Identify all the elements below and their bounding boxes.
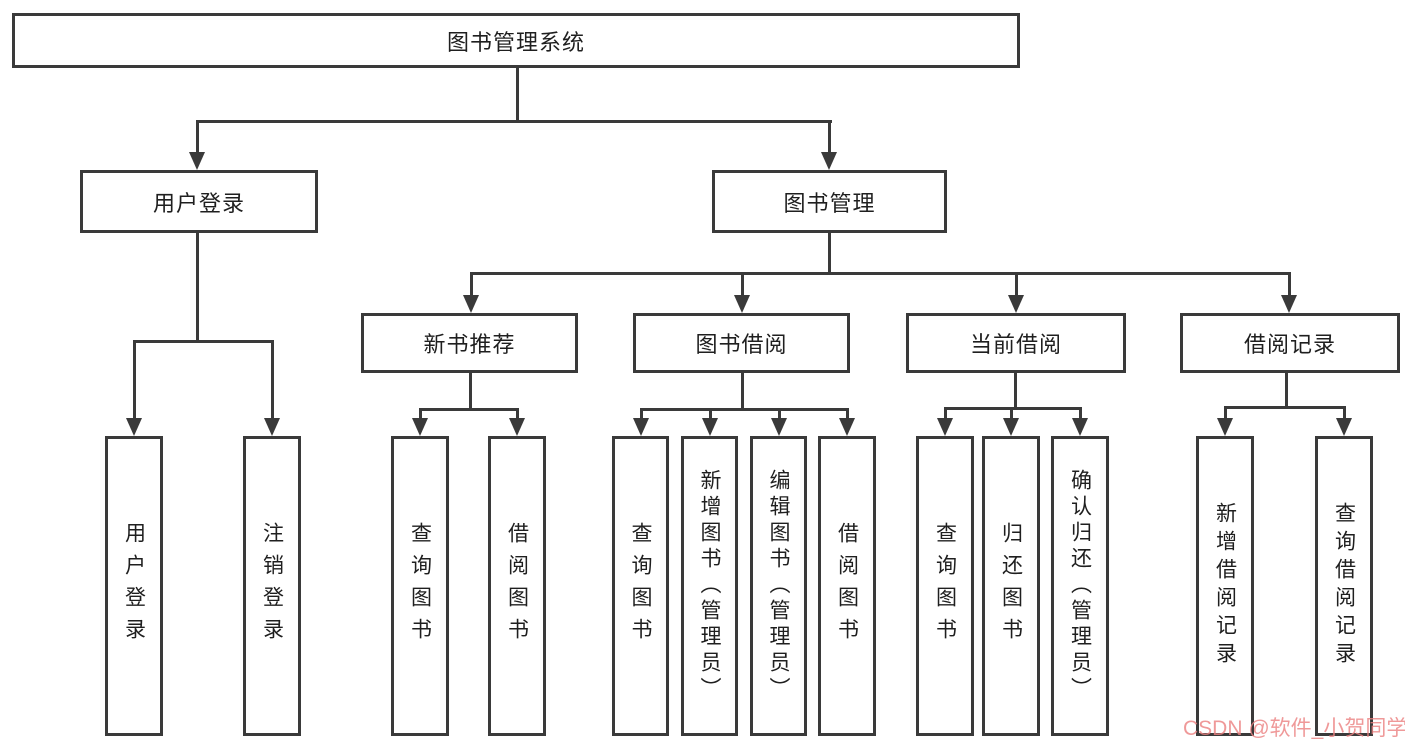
connector-vline [1224,406,1227,418]
arrow-down-icon [463,295,479,313]
connector-hline [640,408,848,411]
connector-hline [1224,406,1345,409]
arrow-down-icon [702,418,718,436]
connector-vline [828,120,831,152]
node-book-borrow-label: 图书借阅 [695,332,788,357]
connector-vline [828,231,831,272]
node-current-borrow: 当前借阅 [906,313,1126,373]
leaf-user-login-label: 用户登录 [122,522,146,650]
node-user-login: 用户登录 [80,170,318,233]
connector-vline [1343,406,1346,418]
leaf-query-borrow-record-label: 查询借阅记录 [1332,502,1356,670]
node-root: 图书管理系统 [12,13,1020,68]
connector-vline [1079,407,1082,418]
connector-hline [470,272,1289,275]
arrow-down-icon [1072,418,1088,436]
connector-vline [470,272,473,295]
leaf-query-books-current-label: 查询图书 [933,522,957,650]
arrow-down-icon [264,418,280,436]
leaf-logout-label: 注销登录 [260,522,284,650]
arrow-down-icon [1281,295,1297,313]
leaf-return-books-label: 归还图书 [999,522,1023,650]
leaf-add-book-admin-label: 新增图书（管理员） [698,469,721,703]
connector-vline [1285,371,1288,406]
node-borrow-records: 借阅记录 [1180,313,1400,373]
arrow-down-icon [412,418,428,436]
connector-vline [1288,272,1291,295]
node-book-management: 图书管理 [712,170,947,233]
node-root-label: 图书管理系统 [446,29,585,55]
connector-vline [419,408,422,418]
arrow-down-icon [189,152,205,170]
leaf-add-book-admin: 新增图书（管理员） [681,436,738,736]
arrow-down-icon [1008,295,1024,313]
connector-hline [419,408,518,411]
leaf-user-login: 用户登录 [105,436,163,736]
leaf-edit-book-admin: 编辑图书（管理员） [750,436,807,736]
arrow-down-icon [821,152,837,170]
node-book-management-label: 图书管理 [783,190,876,216]
connector-vline [1015,272,1018,295]
leaf-add-borrow-record-label: 新增借阅记录 [1213,502,1237,670]
arrow-down-icon [734,295,750,313]
leaf-edit-book-admin-label: 编辑图书（管理员） [767,469,790,703]
leaf-return-books: 归还图书 [982,436,1040,736]
leaf-query-books-borrow-label: 查询图书 [629,522,652,650]
connector-vline [516,66,519,120]
leaf-query-books-borrow: 查询图书 [612,436,669,736]
leaf-query-books-recommend: 查询图书 [391,436,449,736]
arrow-down-icon [509,418,525,436]
leaf-borrow-books-recommend-label: 借阅图书 [505,522,529,650]
connector-vline [516,408,519,418]
node-user-login-label: 用户登录 [152,190,245,216]
node-new-book-recommend-label: 新书推荐 [423,332,516,357]
node-book-borrow: 图书借阅 [633,313,850,373]
arrow-down-icon [839,418,855,436]
leaf-query-books-current: 查询图书 [916,436,974,736]
leaf-query-books-recommend-label: 查询图书 [408,522,432,650]
arrow-down-icon [633,418,649,436]
leaf-borrow-books: 借阅图书 [818,436,876,736]
connector-vline [133,340,136,418]
node-new-book-recommend: 新书推荐 [361,313,578,373]
arrow-down-icon [126,418,142,436]
leaf-confirm-return-admin-label: 确认归还（管理员） [1068,469,1092,703]
connector-vline [741,272,744,295]
node-borrow-records-label: 借阅记录 [1243,332,1336,357]
leaf-add-borrow-record: 新增借阅记录 [1196,436,1254,736]
connector-vline [1014,371,1017,407]
leaf-borrow-books-label: 借阅图书 [835,522,859,650]
arrow-down-icon [1336,418,1352,436]
connector-vline [271,340,274,418]
arrow-down-icon [771,418,787,436]
connector-vline [944,407,947,418]
connector-vline [640,408,643,418]
connector-hline [133,340,274,343]
connector-vline [196,120,199,152]
leaf-query-borrow-record: 查询借阅记录 [1315,436,1373,736]
connector-vline [709,408,712,418]
arrow-down-icon [1217,418,1233,436]
connector-vline [1010,407,1013,418]
connector-hline [196,120,832,123]
connector-vline [778,408,781,418]
connector-vline [846,408,849,418]
connector-vline [741,371,744,408]
arrow-down-icon [937,418,953,436]
arrow-down-icon [1003,418,1019,436]
node-current-borrow-label: 当前借阅 [969,332,1062,357]
leaf-borrow-books-recommend: 借阅图书 [488,436,546,736]
connector-vline [196,231,199,340]
leaf-logout: 注销登录 [243,436,301,736]
connector-vline [469,371,472,408]
leaf-confirm-return-admin: 确认归还（管理员） [1051,436,1109,736]
